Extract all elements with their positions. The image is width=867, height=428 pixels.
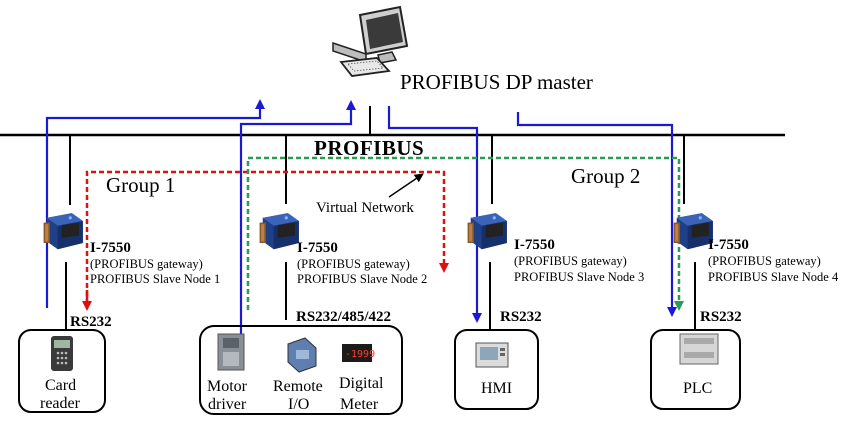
motor-driver-label-line1: Motor — [207, 378, 248, 395]
node2-text: I-7550 (PROFIBUS gateway) PROFIBUS Slave… — [296, 240, 427, 325]
remote-io-icon — [287, 337, 317, 373]
motor-driver-icon — [217, 333, 245, 371]
node-model: I-7550 — [297, 240, 338, 256]
multi-device-box — [199, 325, 403, 415]
digital-meter-display: -1999 — [345, 349, 375, 360]
node-role: (PROFIBUS gateway) — [297, 257, 410, 271]
plc-box — [650, 329, 741, 410]
node1-text: I-7550 (PROFIBUS gateway) PROFIBUS Slave… — [70, 240, 220, 330]
card-reader-label-line1: Card — [45, 377, 76, 394]
i7550-module-icon — [43, 213, 83, 250]
motor-driver-label-line2: driver — [208, 396, 247, 413]
node-model: I-7550 — [514, 237, 555, 253]
node-port: RS232 — [500, 309, 542, 325]
node-role: (PROFIBUS gateway) — [514, 254, 627, 268]
bus-label: PROFIBUS — [314, 136, 424, 160]
remote-io-label-line2: I/O — [288, 396, 309, 413]
node-slave-label: PROFIBUS Slave Node 2 — [297, 272, 427, 286]
digital-meter-label-line2: Meter — [340, 396, 379, 413]
plc-label: PLC — [683, 380, 712, 397]
blue-link-node1 — [45, 99, 265, 308]
blue-link-node2 — [239, 100, 356, 344]
plc-icon — [679, 333, 719, 365]
node-role: (PROFIBUS gateway) — [90, 257, 203, 271]
node-model: I-7550 — [708, 237, 749, 253]
i7550-module-icon — [259, 213, 299, 250]
red-virtual-link — [85, 170, 449, 304]
virtual-network-label: Virtual Network — [316, 200, 414, 216]
computer-icon — [332, 5, 409, 77]
hmi-box — [454, 329, 539, 410]
node-slave-label: PROFIBUS Slave Node 4 — [708, 270, 839, 284]
node-role: (PROFIBUS gateway) — [708, 254, 821, 268]
master-label: PROFIBUS DP master — [400, 70, 593, 94]
node-model: I-7550 — [90, 240, 131, 256]
hmi-label: HMI — [481, 380, 512, 397]
card-reader-icon — [51, 336, 73, 371]
digital-meter-label-line1: Digital — [339, 375, 384, 392]
node-slave-label: PROFIBUS Slave Node 1 — [90, 272, 220, 286]
group2-label: Group 2 — [571, 164, 640, 188]
node-port: RS232 — [700, 309, 742, 325]
group1-label: Group 1 — [106, 173, 175, 197]
node-slave-label: PROFIBUS Slave Node 3 — [514, 270, 644, 284]
node-port: RS232 — [70, 314, 112, 330]
remote-io-label-line1: Remote — [273, 378, 323, 395]
blue-link-node4 — [516, 112, 677, 317]
digital-meter-icon: -1999 — [342, 344, 375, 362]
node4-text: I-7550 (PROFIBUS gateway) PROFIBUS Slave… — [700, 237, 839, 325]
i7550-module-icon — [467, 213, 507, 250]
node-port: RS232/485/422 — [296, 309, 391, 325]
hmi-icon — [475, 342, 509, 368]
card-reader-box — [18, 329, 106, 413]
card-reader-label-line2: reader — [40, 395, 81, 412]
virtual-network-pointer — [388, 173, 424, 198]
node3-text: I-7550 (PROFIBUS gateway) PROFIBUS Slave… — [500, 237, 644, 325]
